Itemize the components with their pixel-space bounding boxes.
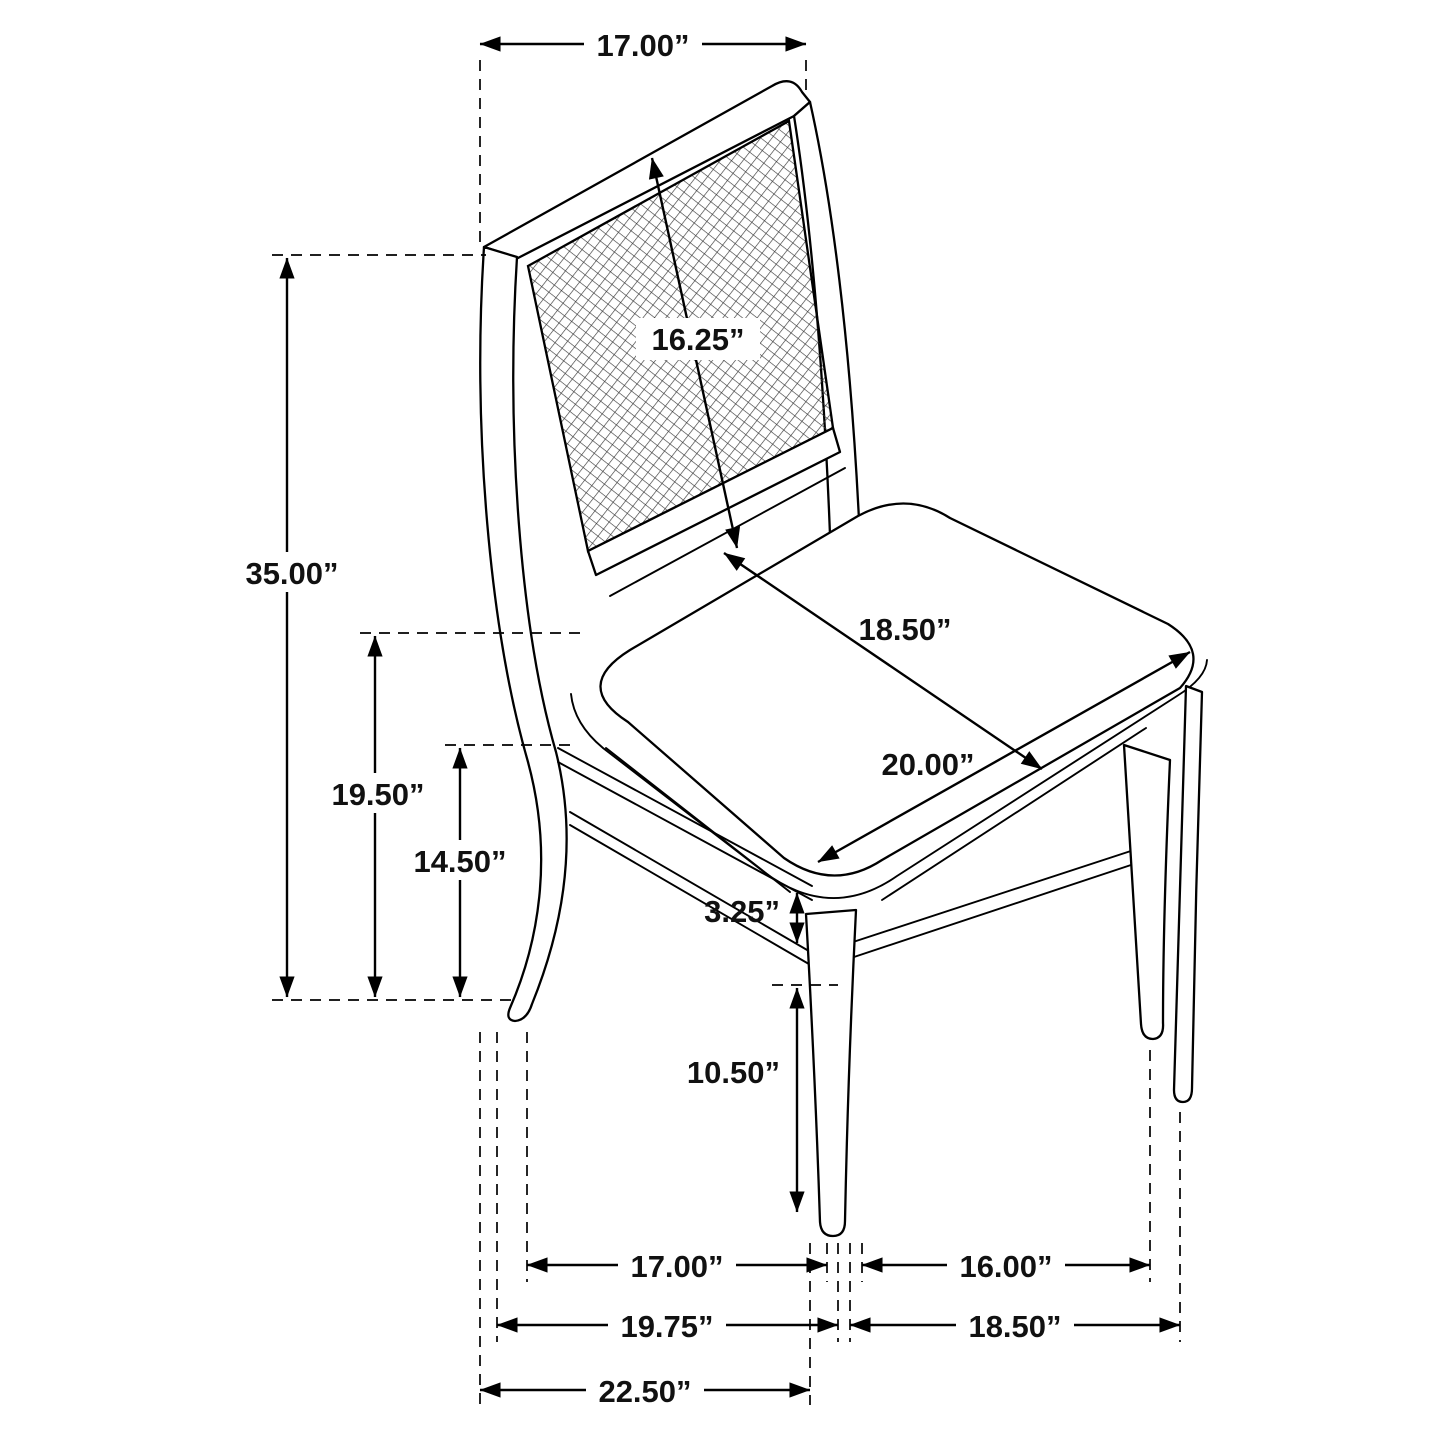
dim-seat-width: 20.00” xyxy=(817,650,1191,864)
dim-stretcher-gap: 3.25” xyxy=(704,892,805,944)
dim-label-overall-depth: 22.50” xyxy=(598,1374,691,1409)
front-cross-stretcher xyxy=(850,861,1141,959)
front-left-leg xyxy=(804,908,858,1238)
dim-label-back-panel-diagonal: 16.25” xyxy=(651,322,744,357)
dim-side-leg-spacing: 16.00” xyxy=(861,1245,1151,1285)
dim-label-seat-depth: 18.50” xyxy=(858,612,951,647)
back-left-stile xyxy=(479,245,568,1023)
dim-overall-depth: 22.50” xyxy=(479,1370,811,1410)
dim-label-front-leg-spacing: 17.00” xyxy=(630,1249,723,1284)
dim-label-overall-height: 35.00” xyxy=(245,556,338,591)
rear-right-leg xyxy=(1172,684,1204,1104)
dim-label-base-depth: 19.75” xyxy=(620,1309,713,1344)
front-cross-stretcher xyxy=(849,847,1141,944)
dim-base-depth: 19.75” xyxy=(496,1305,839,1345)
seat-apron-left xyxy=(605,747,791,893)
seat-cushion-bottom-edge xyxy=(570,659,1208,899)
dim-label-leg-height: 10.50” xyxy=(687,1055,780,1090)
dim-label-side-leg-spacing: 16.00” xyxy=(959,1249,1052,1284)
dim-label-seat-height: 14.50” xyxy=(413,844,506,879)
stretchers xyxy=(557,747,1141,968)
dim-seat-height: 14.50” xyxy=(400,744,570,998)
dim-label-stretcher-gap: 3.25” xyxy=(704,894,780,929)
dim-label-seat-width: 20.00” xyxy=(881,747,974,782)
front-right-leg xyxy=(1122,743,1172,1041)
dim-back-width: 17.00” xyxy=(479,24,807,244)
dim-seat-back-height: 19.50” xyxy=(318,632,583,998)
seat xyxy=(570,502,1208,901)
dim-leg-height: 10.50” xyxy=(687,984,838,1213)
dim-label-back-width: 17.00” xyxy=(596,28,689,63)
dim-overall-height: 35.00” xyxy=(232,254,518,1001)
dim-base-width: 18.50” xyxy=(849,1305,1181,1345)
lower-side-stretcher xyxy=(569,824,815,968)
dim-back-panel-diagonal: 16.25” xyxy=(636,157,760,549)
upper-side-stretcher xyxy=(557,761,813,901)
dim-label-seat-back-height: 19.50” xyxy=(331,777,424,812)
lower-side-stretcher xyxy=(569,811,815,955)
dim-front-leg-spacing: 17.00” xyxy=(526,1245,828,1285)
chair-drawing xyxy=(479,80,1208,1238)
dim-label-base-width: 18.50” xyxy=(968,1309,1061,1344)
upper-side-stretcher xyxy=(557,747,813,887)
